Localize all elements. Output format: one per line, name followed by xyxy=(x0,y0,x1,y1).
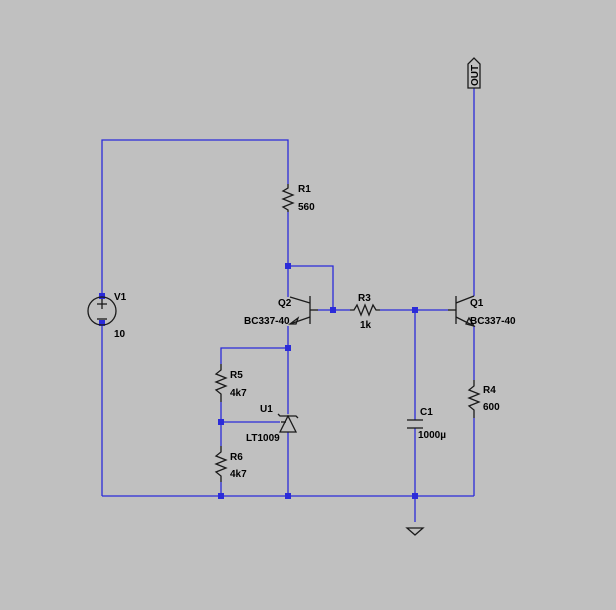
junction-v1-plus xyxy=(99,293,105,299)
junction-q2-emitter xyxy=(285,345,291,351)
junction-adj xyxy=(218,419,224,425)
r5-resistor[interactable] xyxy=(214,364,228,402)
r6-value-label: 4k7 xyxy=(230,469,247,480)
junction-gnd-r6 xyxy=(218,493,224,499)
q2-transistor[interactable] xyxy=(288,296,318,325)
junction-q2-base xyxy=(330,307,336,313)
q1-ref-label: Q1 xyxy=(470,298,484,309)
r5-ref-label: R5 xyxy=(230,370,243,381)
wire-q2-collector-base xyxy=(288,265,334,310)
r1-value-label: 560 xyxy=(298,202,315,213)
c1-capacitor[interactable] xyxy=(407,419,423,429)
q2-value-label: BC337-40 xyxy=(244,316,290,327)
r6-ref-label: R6 xyxy=(230,452,243,463)
wire-to-r5 xyxy=(220,347,288,364)
u1-ref-label: U1 xyxy=(260,404,273,415)
q2-ref-label: Q2 xyxy=(278,298,292,309)
r4-resistor[interactable] xyxy=(467,380,481,418)
r3-ref-label: R3 xyxy=(358,293,371,304)
junction-gnd-u1 xyxy=(285,493,291,499)
output-port[interactable] xyxy=(467,57,481,89)
junction-c1-top xyxy=(412,307,418,313)
c1-ref-label: C1 xyxy=(420,407,433,418)
r5-value-label: 4k7 xyxy=(230,388,247,399)
r1-resistor[interactable] xyxy=(281,184,295,212)
v1-voltage-source[interactable] xyxy=(87,296,117,326)
r1-ref-label: R1 xyxy=(298,184,311,195)
output-port-label: OUT xyxy=(470,65,481,86)
r4-ref-label: R4 xyxy=(483,385,496,396)
junctions xyxy=(99,263,418,499)
u1-value-label: LT1009 xyxy=(246,433,280,444)
v1-value-label: 10 xyxy=(114,329,126,340)
r3-resistor[interactable] xyxy=(350,303,380,317)
wire-v1-to-r1 xyxy=(101,139,289,296)
c1-value-label: 1000µ xyxy=(418,430,446,441)
junction-q2-collector xyxy=(285,263,291,269)
ground-icon xyxy=(405,527,425,536)
r6-resistor[interactable] xyxy=(214,446,228,482)
r4-value-label: 600 xyxy=(483,402,500,413)
junction-gnd-c1 xyxy=(412,493,418,499)
v1-ref-label: V1 xyxy=(114,292,127,303)
q1-value-label: BC337-40 xyxy=(470,316,516,327)
r3-value-label: 1k xyxy=(360,320,372,331)
junction-v1-minus xyxy=(99,320,105,326)
q1-transistor[interactable] xyxy=(448,295,476,328)
u1-reference-diode[interactable] xyxy=(277,413,299,433)
